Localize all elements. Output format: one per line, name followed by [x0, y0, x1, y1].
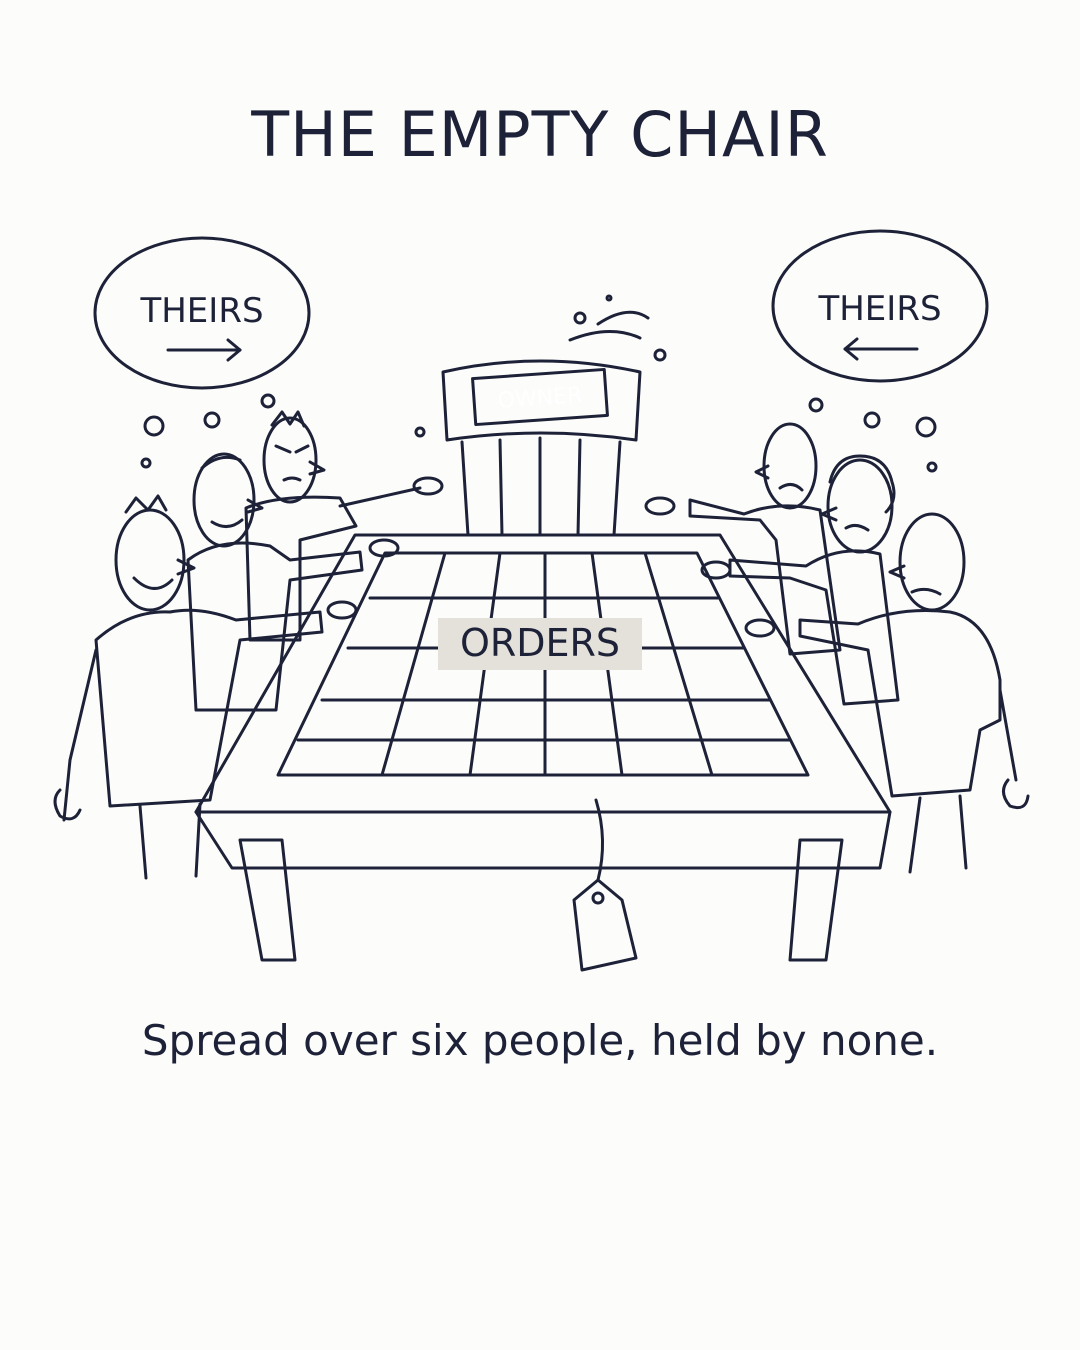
- person-left-back: [244, 410, 444, 642]
- right-team: [644, 422, 1030, 874]
- owner-sign: OWNER: [471, 367, 609, 427]
- table: ORDERS: [194, 533, 892, 972]
- thought-bubble-right: THEIRS: [771, 229, 989, 473]
- page-title: THE EMPTY CHAIR: [251, 98, 829, 171]
- bubble-left-text: THEIRS: [139, 291, 263, 331]
- arrow-right-icon: [166, 338, 242, 362]
- thought-bubble-left: THEIRS: [93, 236, 311, 469]
- person-left-front: [53, 494, 358, 880]
- owner-sign-text: OWNER: [497, 383, 583, 414]
- table-label: ORDERS: [460, 621, 620, 665]
- person-left-middle: [186, 452, 400, 712]
- arrow-left-icon: [843, 337, 919, 361]
- person-right-front: [744, 512, 1030, 874]
- person-right-back: [644, 422, 842, 656]
- person-right-middle: [700, 454, 900, 706]
- price-tag-icon: [572, 798, 638, 972]
- left-team: [53, 410, 444, 880]
- bubble-right-text: THEIRS: [817, 289, 941, 329]
- caption: Spread over six people, held by none.: [141, 1016, 939, 1065]
- chair-icon: OWNER: [414, 294, 667, 537]
